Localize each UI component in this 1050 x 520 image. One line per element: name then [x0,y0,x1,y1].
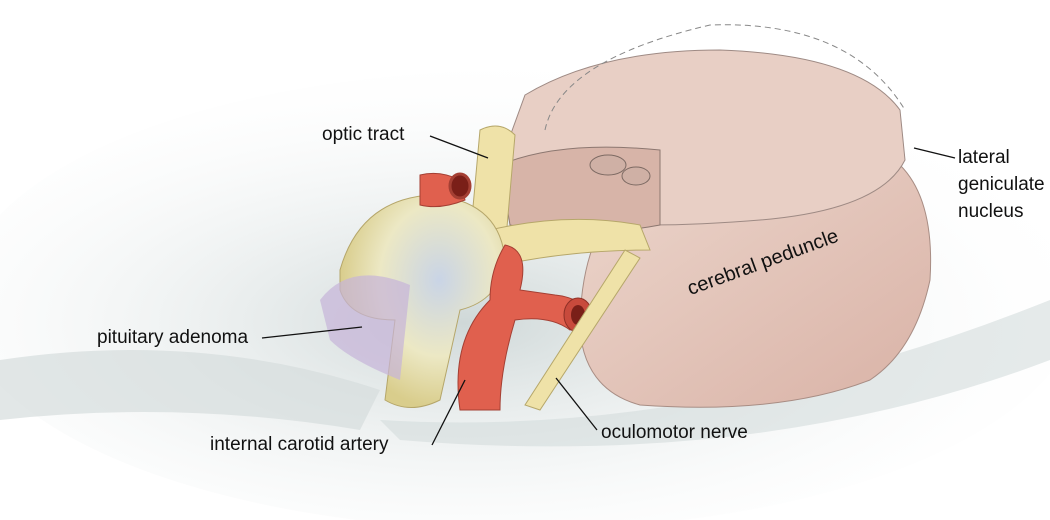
cerebral-peduncle-shape [499,24,932,408]
leader-carotid [431,379,466,446]
leader-pituitary-adenoma [261,326,363,339]
leader-lines [261,135,956,446]
label-line-3: nucleus [958,201,1024,222]
oculomotor-nerve-shape [524,249,641,411]
label-lateral-geniculate-nucleus: lateral geniculate nucleus [958,147,1045,223]
leader-lateral-geniculate [913,147,956,159]
leader-optic-tract [429,135,489,159]
label-line-1: lateral [958,147,1010,168]
label-oculomotor-nerve: oculomotor nerve [601,422,748,443]
label-line-2: geniculate [958,174,1045,195]
label-internal-carotid-artery: internal carotid artery [210,434,389,455]
label-optic-tract: optic tract [322,124,405,145]
leader-oculomotor [555,377,598,431]
label-pituitary-adenoma: pituitary adenoma [97,327,249,348]
